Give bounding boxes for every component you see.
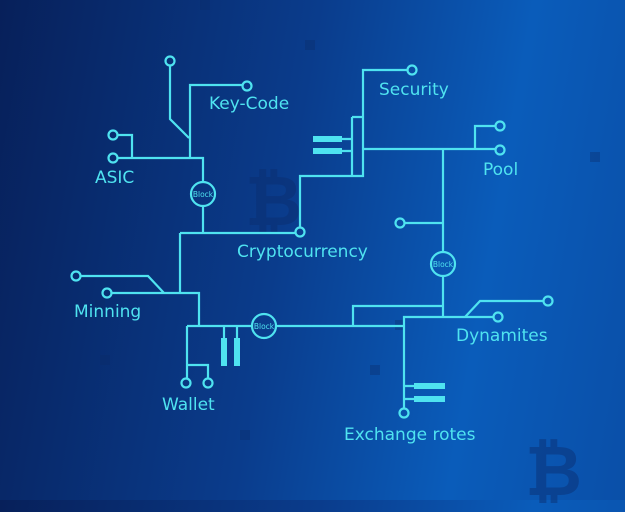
label-key-code: Key-Code bbox=[209, 94, 290, 114]
cryptocurrency-branch bbox=[178, 64, 418, 293]
label-cryptocurrency: Cryptocurrency bbox=[237, 242, 368, 262]
block-node-3: Block bbox=[250, 312, 278, 340]
label-dynamites: Dynamites bbox=[456, 326, 548, 346]
dynamites-exchange-branch bbox=[276, 276, 554, 419]
label-asic: ASIC bbox=[95, 168, 135, 188]
wallet-branch bbox=[180, 326, 240, 389]
block-node-1: Block bbox=[189, 180, 217, 208]
svg-text:Block: Block bbox=[193, 190, 214, 199]
bitcoin-watermark-icon: ₿ bbox=[245, 160, 303, 242]
label-exchange-rotes: Exchange rotes bbox=[344, 425, 476, 445]
label-pool: Pool bbox=[483, 160, 519, 180]
circuit-lines: Block Block bbox=[70, 0, 600, 440]
asic-branch bbox=[107, 129, 205, 182]
minning-branch bbox=[70, 270, 252, 328]
label-security: Security bbox=[379, 80, 449, 100]
bitcoin-watermark-icon: ₿ bbox=[525, 430, 583, 512]
circuit-diagram: ₿ ₿ Block bbox=[70, 0, 600, 512]
key-code-branch bbox=[164, 55, 253, 158]
svg-text:Block: Block bbox=[254, 322, 275, 331]
label-wallet: Wallet bbox=[162, 395, 215, 415]
label-minning: Minning bbox=[74, 302, 142, 322]
svg-text:Block: Block bbox=[433, 260, 454, 269]
block-node-2: Block bbox=[429, 250, 457, 278]
pool-branch bbox=[362, 120, 506, 252]
